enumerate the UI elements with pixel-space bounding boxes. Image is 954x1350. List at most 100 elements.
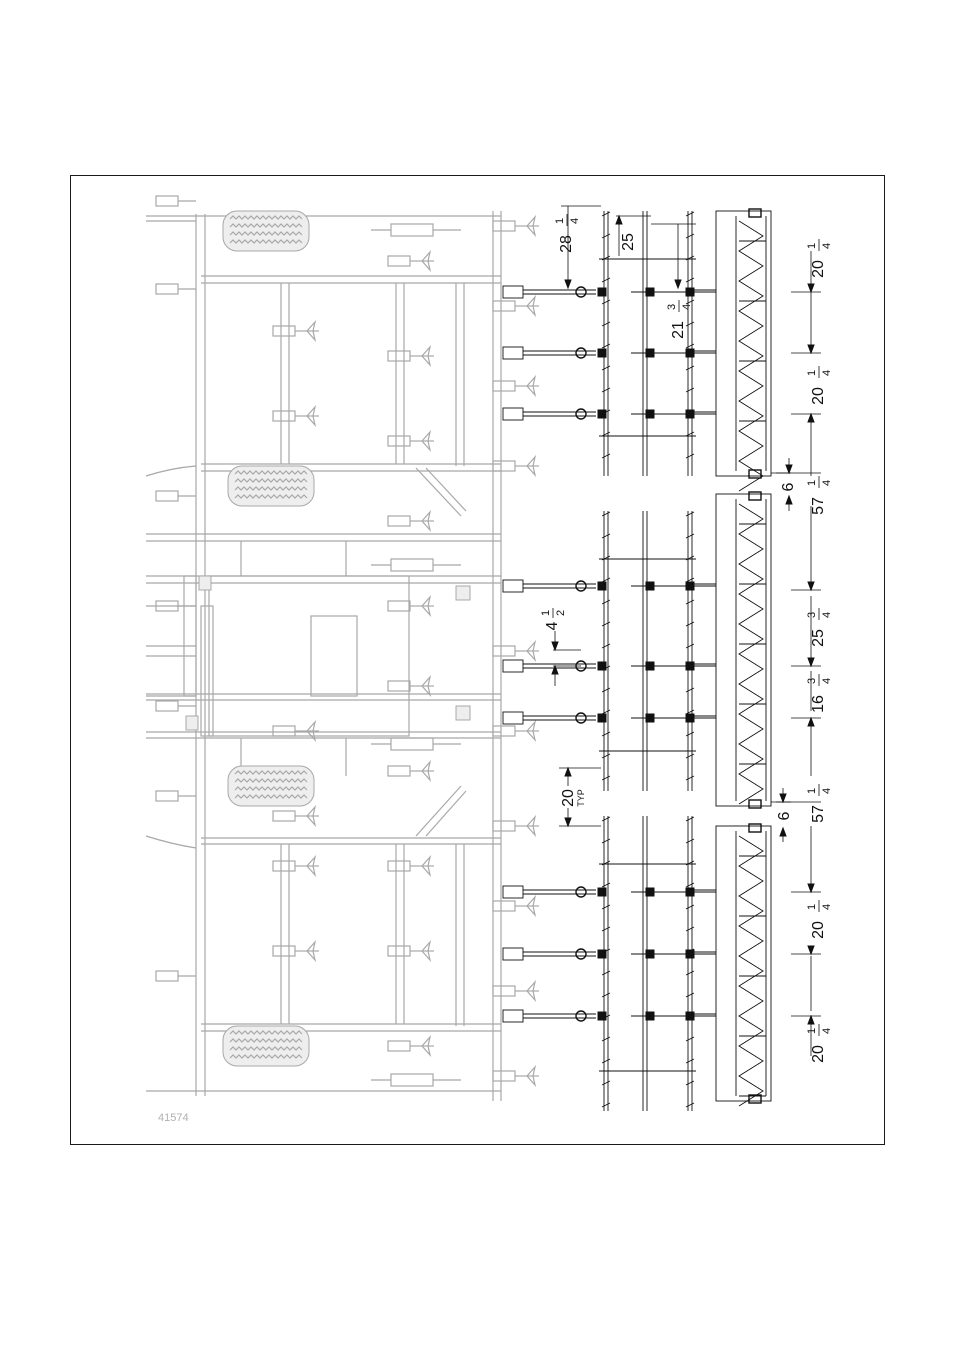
sweep: [493, 457, 539, 475]
harrow-frame: [599, 511, 696, 791]
svg-text:4: 4: [821, 370, 833, 376]
wheel-tire: [223, 211, 309, 251]
svg-text:6: 6: [776, 811, 793, 820]
dimension-lines: [553, 206, 821, 1056]
svg-text:4: 4: [681, 304, 693, 310]
sweep: [156, 284, 196, 294]
technical-drawing: 28 1 4 25 20 1 4 21 3 4 20 1 4 6 57 1 4 …: [71, 176, 886, 1146]
svg-text:25: 25: [810, 629, 827, 647]
basket-roller: [716, 492, 771, 808]
sweep: [493, 297, 539, 315]
harrow-frame: [599, 816, 696, 1111]
sweep: [156, 491, 196, 501]
dim-label-d1: 28 1 4: [554, 214, 581, 253]
sweep: [273, 322, 319, 340]
tine-bar: [503, 580, 716, 592]
basket-roller: [716, 824, 771, 1106]
sweep: [156, 791, 196, 801]
svg-text:20: 20: [810, 260, 827, 278]
tine-bar: [503, 1010, 716, 1022]
svg-text:3: 3: [806, 678, 818, 684]
svg-text:1: 1: [806, 1028, 818, 1034]
sweep: [388, 762, 434, 780]
chassis-frame: [146, 211, 501, 1101]
svg-text:3: 3: [806, 612, 818, 618]
sweep: [493, 377, 539, 395]
sweep: [273, 807, 319, 825]
sweep: [493, 1067, 539, 1085]
sweep: [156, 196, 196, 206]
sweep: [156, 701, 196, 711]
dim-label-d15: 20 1 4: [806, 1024, 833, 1063]
harrow-sections: [503, 211, 716, 1111]
svg-text:21: 21: [670, 321, 687, 339]
dim-label-d7: 57 1 4: [806, 476, 833, 515]
svg-text:1: 1: [806, 243, 818, 249]
dim-label-d14: 20 1 4: [806, 900, 833, 939]
sweep: [493, 897, 539, 915]
svg-text:20: 20: [810, 1045, 827, 1063]
sweep: [388, 857, 434, 875]
dim-label-d5: 20 1 4: [806, 366, 833, 405]
svg-text:57: 57: [810, 805, 827, 823]
drawing-frame: 28 1 4 25 20 1 4 21 3 4 20 1 4 6 57 1 4 …: [70, 175, 885, 1145]
basket-roller: [716, 209, 771, 491]
sweep: [388, 677, 434, 695]
svg-text:1: 1: [806, 904, 818, 910]
sweep: [493, 817, 539, 835]
dim-label-d12: 6: [776, 811, 793, 820]
harrow-frame: [599, 211, 696, 476]
dim-label-d8: 4 1 2: [540, 608, 567, 630]
sweep: [388, 1037, 434, 1055]
svg-text:25: 25: [620, 233, 637, 251]
dim-label-d2: 25: [620, 233, 637, 251]
wheel-tire: [228, 466, 314, 506]
svg-text:4: 4: [821, 788, 833, 794]
svg-text:4: 4: [821, 1028, 833, 1034]
sweep: [273, 407, 319, 425]
svg-text:3: 3: [666, 304, 678, 310]
rolling-baskets: [716, 209, 771, 1106]
dim-whole: 28: [558, 235, 575, 253]
svg-text:4: 4: [544, 621, 561, 630]
figure-id: 41574: [158, 1112, 189, 1124]
dim-label-d10: 16 3 4: [806, 674, 833, 713]
sweep: [156, 971, 196, 981]
svg-text:2: 2: [555, 610, 567, 616]
svg-text:20: 20: [810, 921, 827, 939]
svg-text:6: 6: [780, 482, 797, 491]
sweep: [388, 432, 434, 450]
sweep: [493, 722, 539, 740]
dim-label-d13: 57 1 4: [806, 784, 833, 823]
sweep: [388, 252, 434, 270]
svg-text:16: 16: [810, 695, 827, 713]
svg-text:4: 4: [821, 480, 833, 486]
sweep: [273, 857, 319, 875]
wheel-tire: [228, 766, 314, 806]
svg-text:4: 4: [569, 218, 581, 224]
lift-cylinders: [371, 224, 461, 1086]
sweep: [493, 217, 539, 235]
tine-bar: [503, 948, 716, 960]
tine-bar: [503, 347, 716, 359]
svg-text:57: 57: [810, 497, 827, 515]
sweep: [388, 347, 434, 365]
sweep: [388, 597, 434, 615]
svg-text:1: 1: [806, 788, 818, 794]
svg-text:4: 4: [821, 904, 833, 910]
dim-label-d3: 20 1 4: [806, 239, 833, 278]
sweep: [493, 982, 539, 1000]
svg-text:1: 1: [806, 370, 818, 376]
svg-text:TYP: TYP: [576, 789, 586, 807]
svg-text:1: 1: [806, 480, 818, 486]
svg-text:4: 4: [821, 678, 833, 684]
dim-label-d9: 25 3 4: [806, 608, 833, 647]
svg-text:20: 20: [560, 789, 577, 807]
sweep: [493, 642, 539, 660]
sweep: [273, 942, 319, 960]
svg-text:1: 1: [540, 610, 552, 616]
svg-text:4: 4: [821, 612, 833, 618]
sweep: [273, 722, 319, 740]
svg-text:4: 4: [821, 243, 833, 249]
dim-label-d11: 20 TYP: [560, 789, 586, 807]
